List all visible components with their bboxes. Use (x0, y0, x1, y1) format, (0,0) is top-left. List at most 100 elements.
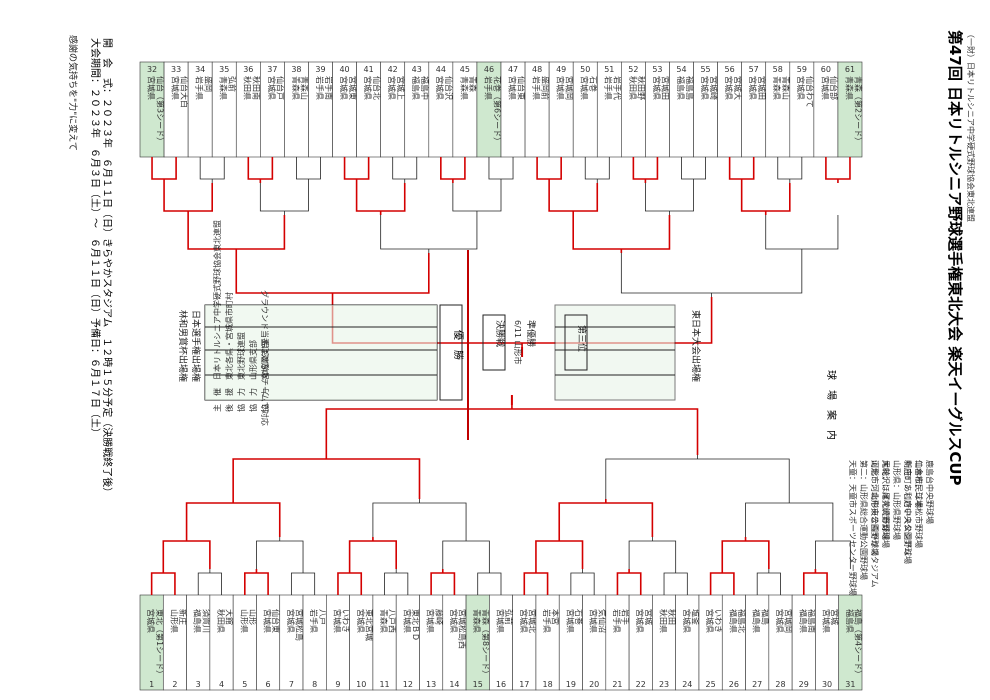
team-name: 宮城 (644, 609, 654, 625)
left-match-line (442, 540, 490, 569)
right-match-line (645, 183, 694, 212)
right-team-43: 43福島県福島中 (404, 61, 430, 158)
right-team-list: 32宮城県仙台（第3シード）33宮城県仙台大白34岩手県盛岡35青森県弘前36秋… (139, 61, 863, 158)
left-team-31: 31福島県福島（第4シード） (838, 594, 863, 691)
team-number: 54 (676, 65, 686, 74)
left-team-16: 16宮城県弘前 (489, 594, 514, 691)
team-name: 宮城田 (661, 76, 671, 100)
team-pref: 青森県 (219, 76, 229, 100)
venue-guide: 球 場 案 内 (825, 370, 838, 440)
left-team-3: 3福島県須賀川 (186, 594, 211, 691)
team-number: 32 (147, 65, 157, 74)
team-number: 6 (266, 680, 271, 689)
team-pref: 宮城県 (363, 76, 373, 100)
venue-list-left: 山形市：山形市きらやかスタジアム尾花沢：尾花沢市野球場山形県：山形県野球場利府町… (870, 460, 924, 587)
team-name: 須賀川 (201, 609, 211, 633)
team-name: 仙台大白 (179, 76, 189, 108)
team-number: 3 (196, 680, 201, 689)
right-match-line (620, 253, 803, 294)
team-pref: 宮城県 (652, 76, 662, 100)
team-number: 20 (589, 680, 599, 689)
left-team-14: 14宮城県宮城松島西 (442, 594, 468, 691)
team-pref: 岩手県 (315, 76, 325, 100)
right-team-47: 47宮城県仙台東 (500, 61, 526, 158)
team-name: 宮城田 (757, 76, 767, 100)
right-team-40: 40宮城県宮城東 (332, 61, 358, 158)
venue-list-right: 天童：天童市スポーツセンター野球場第二：山形県総合運動公園野球場河北：河北中央公… (848, 460, 891, 596)
team-number: 8 (312, 680, 317, 689)
team-number: 9 (335, 680, 340, 689)
team-name: 宮城北 (527, 609, 537, 633)
right-match-line (392, 157, 418, 180)
final-label: 決勝戦 (494, 320, 506, 347)
right-team-35: 35青森県弘前 (211, 61, 238, 158)
left-match-line (197, 572, 222, 595)
venue-item: 大崎：ほぼ大崎野球場 (881, 460, 891, 540)
team-number: 61 (845, 65, 855, 74)
sponsor-line: 協 力 東北野球連盟 (236, 332, 246, 412)
left-match-line (570, 572, 595, 595)
team-number: 41 (364, 65, 374, 74)
team-name: 福島南 (807, 609, 817, 633)
team-pref: 宮城県 (339, 76, 349, 100)
left-match-line (290, 572, 316, 595)
left-team-28: 28宮城県宮城岡 (768, 594, 794, 691)
left-match-line (430, 572, 456, 595)
right-team-46: 46岩手県花巻（第6シード） (476, 61, 502, 158)
team-name: 仙台東 (271, 609, 281, 633)
venue-item: 利府町：利府中央公園野球場 (903, 460, 913, 564)
motto-text: 感謝の気持ちを"力"に変えて (67, 35, 79, 151)
team-name: 青森山 (781, 76, 791, 100)
team-name: 気仙沼 (597, 609, 607, 633)
venue-item: 二本松：二本松市野球場 (914, 460, 924, 548)
team-pref: 山形県 (239, 609, 249, 633)
right-team-48: 48岩手県盛岡前 (524, 61, 550, 158)
left-team-10: 10宮城県東北宮城 (349, 594, 374, 691)
team-number: 36 (243, 65, 253, 74)
team-name: 弘前 (228, 76, 238, 92)
right-match-line (151, 157, 177, 180)
team-name: 盛岡 (203, 76, 213, 92)
left-team-20: 20宮城県気仙沼 (582, 594, 607, 691)
rinkai-label: 林和男賞杯出場権 (177, 310, 189, 382)
left-team-4: 4秋田県大館 (209, 594, 235, 691)
team-pref: 宮城県 (387, 76, 397, 100)
organizer-text: （一財）日本リトルシニア中学硬式野球協会東北連盟 (966, 30, 976, 222)
left-match-line (162, 540, 211, 569)
team-pref: 宮城県 (426, 609, 436, 633)
team-number: 57 (749, 65, 759, 74)
left-team-23: 23秋田県秋田 (652, 594, 677, 691)
right-team-60: 60宮城県仙台部 (813, 61, 839, 158)
right-match-line (765, 215, 839, 250)
team-pref: 岩手県 (309, 609, 319, 633)
right-match-line (343, 157, 370, 180)
team-pref: 岩手県 (195, 76, 205, 100)
left-match-line (628, 540, 677, 569)
team-pref: 青森県 (291, 76, 301, 100)
team-name: 盛岡前 (540, 76, 550, 100)
right-team-49: 49宮城県宮城岡 (548, 61, 574, 158)
team-name: 東北宮城 (364, 609, 374, 641)
team-pref: 宮城県 (682, 609, 692, 633)
team-number: 53 (652, 65, 662, 74)
team-number: 42 (388, 65, 398, 74)
left-team-7: 7宮城県宮城松島 (279, 594, 305, 691)
left-team-19: 19宮城県石巻 (558, 594, 584, 691)
team-number: 51 (604, 65, 614, 74)
team-pref: 青森県 (379, 609, 389, 633)
team-name: 弘前 (504, 609, 514, 625)
venue-list-far: 新庄：あじさいスタジアム仙台市民球場鹿島台中央野球場 (903, 460, 935, 555)
team-number: 31 (845, 680, 855, 689)
sponsor-list: 主 催 日本リトルシニア中学硬式野球協会東北連盟後 援 東北各県・宮城県市町村協… (212, 220, 270, 412)
team-name: 新庄 (178, 609, 188, 625)
team-pref: 福島県 (752, 609, 762, 633)
left-team-30: 30宮城県宮城 (815, 594, 840, 691)
team-pref: 宮城県 (565, 609, 575, 633)
right-match-line (536, 157, 562, 180)
team-name: 青森（第2シード） (853, 76, 863, 145)
left-team-26: 26福島県福島北 (721, 594, 747, 691)
left-match-line (325, 408, 699, 455)
right-match-line (163, 183, 213, 212)
team-name: 青森山 (300, 76, 310, 100)
